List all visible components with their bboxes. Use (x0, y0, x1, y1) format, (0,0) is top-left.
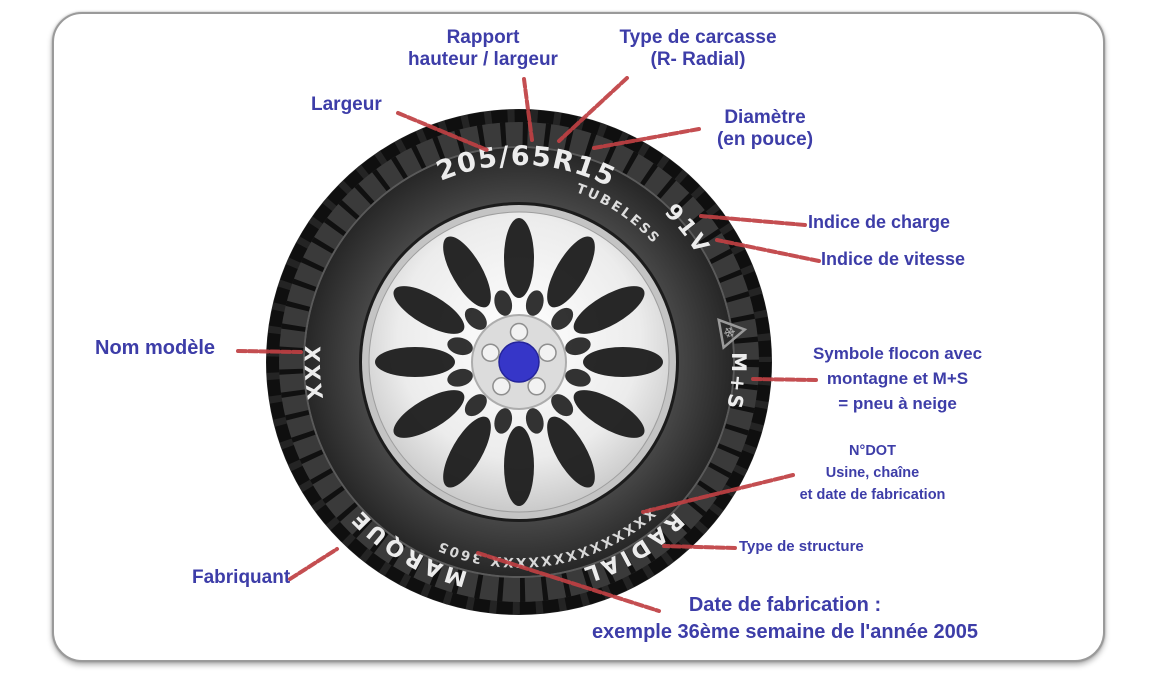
hub-center-cap (498, 341, 540, 383)
date-leader-line (476, 551, 661, 613)
snowflake-mountain-icon: ❄ (717, 318, 748, 350)
largeur-leader-line (396, 111, 489, 152)
label-symbole-flocon: Symbole flocon avec montagne et M+S = pn… (785, 341, 1010, 416)
label-line: Type de carcasse (619, 27, 777, 48)
label-line: Symbole flocon avec (812, 344, 983, 363)
label-line: montagne et M+S (826, 369, 969, 388)
label-nom-modele: Nom modèle (95, 337, 216, 359)
label-ndot: N°DOT Usine, chaîne et date de fabricati… (770, 440, 975, 506)
label-type-de-carcasse: Type de carcasse (R- Radial) (598, 27, 798, 71)
label-line: exemple 36ème semaine de l'année 2005 (591, 621, 979, 643)
svg-text:❄: ❄ (719, 325, 739, 341)
ndot-leader-line (641, 473, 795, 514)
label-line: hauteur / largeur (408, 49, 558, 70)
flocon-leader-line (750, 377, 818, 382)
label-line: N°DOT (849, 443, 896, 459)
rapport-leader-line (522, 77, 534, 142)
vitesse-leader-line (715, 238, 821, 263)
tread-outer-blocks (266, 109, 772, 615)
label-line: (en pouce) (716, 129, 814, 150)
fabriquant-leader-line (288, 547, 339, 581)
label-line: Rapport (446, 27, 520, 48)
tire (266, 109, 772, 615)
tread-grooves (279, 122, 759, 602)
lug-nuts (481, 322, 557, 396)
carcasse-leader-line (557, 76, 629, 143)
structure-leader-line (662, 544, 737, 550)
diametre-leader-line (592, 127, 701, 150)
label-diametre: Diamètre (en pouce) (665, 107, 865, 151)
label-line: Date de fabrication : (688, 594, 882, 616)
label-indice-de-vitesse: Indice de vitesse (821, 249, 966, 269)
label-date-de-fabrication: Date de fabrication : exemple 36ème sema… (530, 592, 1040, 646)
leader-lines (236, 76, 821, 613)
label-line: et date de fabrication (799, 487, 946, 503)
label-largeur: Largeur (311, 94, 382, 115)
label-line: = pneu à neige (838, 394, 957, 413)
model-marking: XXX (301, 343, 328, 401)
label-type-de-structure: Type de structure (739, 538, 864, 555)
label-fabriquant: Fabriquant (192, 567, 291, 588)
label-indice-de-charge: Indice de charge (808, 212, 951, 232)
label-rapport-hauteur-largeur: Rapport hauteur / largeur (383, 27, 583, 71)
label-line: Usine, chaîne (825, 465, 920, 481)
nom-modele-leader-line (236, 349, 303, 354)
label-line: (R- Radial) (650, 49, 746, 70)
charge-leader-line (699, 214, 807, 227)
shoulder-ridge (303, 146, 735, 578)
label-line: Diamètre (724, 107, 806, 128)
